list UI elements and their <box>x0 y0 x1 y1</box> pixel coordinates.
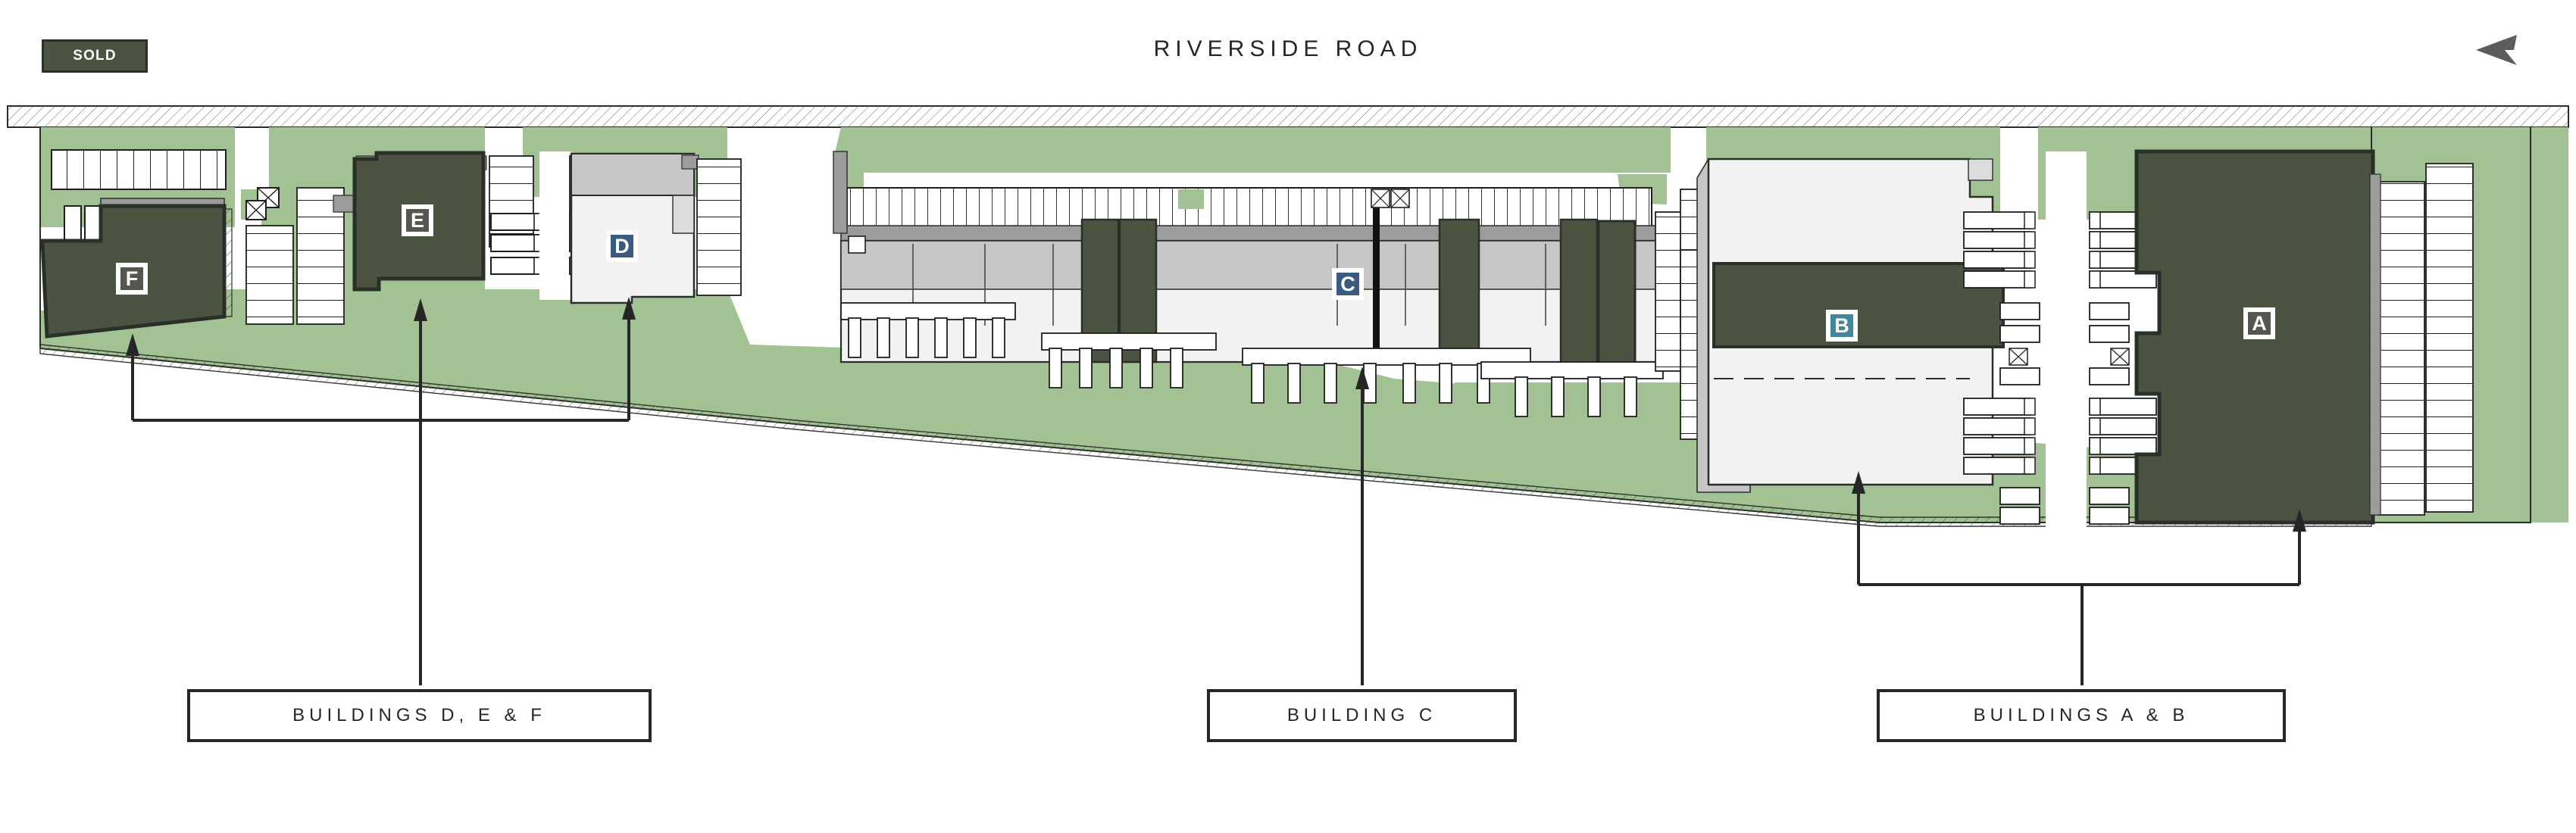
callout-buildings-def[interactable]: BUILDINGS D, E & F <box>187 689 652 742</box>
service-blocks <box>245 187 280 220</box>
service-blocks-c <box>848 189 1410 254</box>
parking-rows-d-right <box>696 158 742 296</box>
callout-buildings-ab[interactable]: BUILDINGS A & B <box>1877 689 2286 742</box>
riverside-road-band <box>7 105 2569 128</box>
north-arrow-icon <box>2470 15 2553 83</box>
building-label-a[interactable]: A <box>2243 307 2275 339</box>
building-label-c[interactable]: C <box>1332 268 1364 300</box>
building-label-d[interactable]: D <box>606 230 638 262</box>
parking-row-c-top <box>846 187 1652 232</box>
building-d-footprint[interactable] <box>570 152 699 304</box>
parking-row <box>51 149 227 190</box>
building-label-b[interactable]: B <box>1826 310 1858 342</box>
page-title: RIVERSIDE ROAD <box>1153 36 1423 61</box>
callout-leader-lines <box>126 297 2306 685</box>
truck-bays-e <box>490 213 544 275</box>
parking-rows-a-right <box>2377 163 2474 516</box>
truck-bays-b <box>1963 211 2040 525</box>
loading-docks-c <box>840 302 1664 417</box>
status-badge: SOLD <box>42 39 148 73</box>
building-label-f[interactable]: F <box>116 263 148 295</box>
cluster-ab <box>1680 149 2474 530</box>
cluster-c <box>833 151 1700 417</box>
callout-building-c[interactable]: BUILDING C <box>1207 689 1517 742</box>
parking-rows-e-right <box>489 155 544 275</box>
access-road-c <box>833 151 848 234</box>
parking-rows-mid <box>245 187 345 325</box>
building-label-e[interactable]: E <box>402 204 433 236</box>
cluster-def <box>40 149 742 339</box>
